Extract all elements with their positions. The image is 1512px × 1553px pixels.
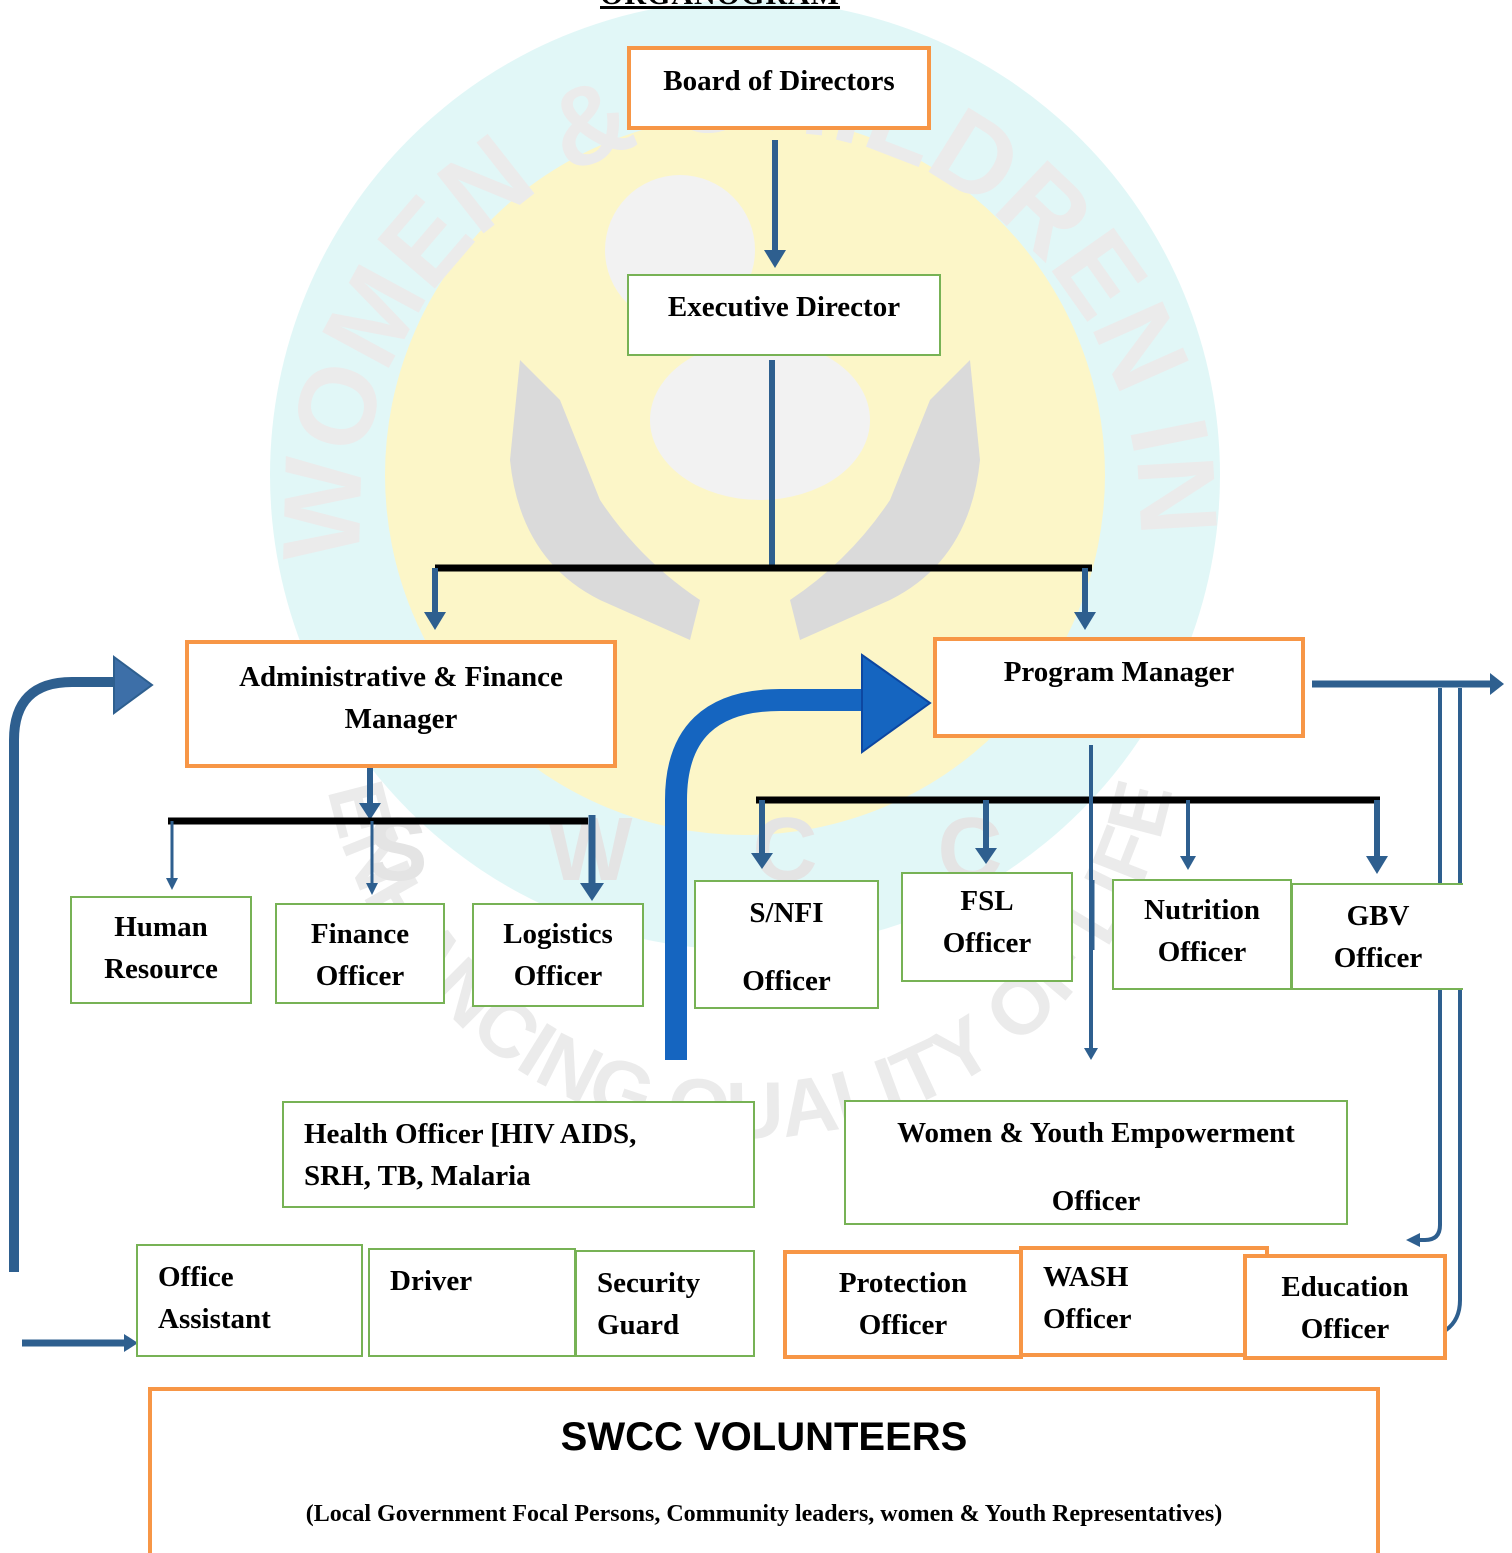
protection-officer-label-line2: Officer bbox=[858, 1309, 948, 1341]
wash-officer-label-line2: Officer bbox=[1043, 1303, 1132, 1335]
swcc-volunteers-title: SWCC VOLUNTEERS bbox=[560, 1415, 968, 1459]
logistics-officer-label-line2: Officer bbox=[513, 960, 603, 992]
health-officer-box: Health Officer [HIV AIDS, SRH, TB, Malar… bbox=[282, 1101, 755, 1208]
women-youth-officer-box: Women & Youth Empowerment Officer bbox=[844, 1100, 1348, 1225]
gbv-officer-label-line1: GBV bbox=[1346, 900, 1410, 932]
fsl-officer-box: FSL Officer bbox=[901, 872, 1073, 982]
security-guard-label-line1: Security bbox=[597, 1267, 701, 1299]
finance-officer-label-line2: Officer bbox=[315, 960, 405, 992]
nutrition-officer-label-line1: Nutrition bbox=[1144, 894, 1260, 926]
driver-label: Driver bbox=[390, 1265, 473, 1297]
office-assistant-label-line1: Office bbox=[158, 1261, 234, 1293]
security-guard-box: Security Guard bbox=[575, 1250, 755, 1357]
snfi-officer-label-line2: Officer bbox=[742, 965, 831, 997]
human-resource-box: Human Resource bbox=[70, 896, 252, 1004]
gbv-officer-box: GBV Officer bbox=[1291, 883, 1463, 990]
admin-finance-manager-label-line2: Manager bbox=[344, 703, 458, 735]
arrow-to-education bbox=[1418, 688, 1442, 1242]
logistics-officer-label-line1: Logistics bbox=[503, 918, 613, 950]
connector-education-right bbox=[1444, 688, 1462, 1332]
bent-arrow-to-program bbox=[665, 689, 866, 1060]
fsl-officer-label-line1: FSL bbox=[960, 885, 1014, 917]
admin-finance-manager-box: Administrative & Finance Manager bbox=[185, 640, 617, 768]
protection-officer-label-line1: Protection bbox=[838, 1267, 968, 1299]
women-youth-officer-label-line1: Women & Youth Empowerment bbox=[897, 1117, 1295, 1149]
office-assistant-label-line2: Assistant bbox=[158, 1303, 271, 1335]
snfi-officer-box: S/NFI Officer bbox=[694, 880, 879, 1009]
health-officer-label-line2: SRH, TB, Malaria bbox=[304, 1160, 531, 1192]
program-manager-box: Program Manager bbox=[933, 637, 1305, 738]
human-resource-label-line2: Resource bbox=[104, 953, 218, 985]
health-officer-label-line1: Health Officer [HIV AIDS, bbox=[304, 1118, 637, 1150]
gbv-officer-label-line2: Officer bbox=[1333, 942, 1423, 974]
finance-officer-box: Finance Officer bbox=[275, 903, 445, 1004]
logistics-officer-box: Logistics Officer bbox=[472, 903, 644, 1007]
executive-director-box: Executive Director bbox=[627, 274, 941, 356]
nutrition-officer-label-line2: Officer bbox=[1157, 936, 1247, 968]
wash-officer-box: WASH Officer bbox=[1019, 1246, 1269, 1357]
swcc-volunteers-subtitle: (Local Government Focal Persons, Communi… bbox=[305, 1501, 1223, 1527]
education-officer-label-line1: Education bbox=[1281, 1271, 1409, 1303]
bent-arrow-to-admin bbox=[9, 677, 118, 1272]
page-title: ORGANOGRAM bbox=[600, 0, 840, 12]
education-officer-box: Education Officer bbox=[1243, 1254, 1447, 1360]
admin-finance-manager-label-line1: Administrative & Finance bbox=[239, 661, 563, 693]
wash-officer-label-line1: WASH bbox=[1043, 1261, 1129, 1293]
human-resource-label-line1: Human bbox=[114, 911, 208, 943]
snfi-officer-label-line1: S/NFI bbox=[749, 897, 824, 929]
swcc-volunteers-box: SWCC VOLUNTEERS (Local Government Focal … bbox=[148, 1387, 1380, 1553]
driver-box: Driver bbox=[368, 1248, 576, 1357]
executive-director-label: Executive Director bbox=[667, 291, 901, 323]
program-manager-label: Program Manager bbox=[1003, 656, 1235, 688]
women-youth-officer-label-line2: Officer bbox=[1051, 1185, 1141, 1217]
finance-officer-label-line1: Finance bbox=[310, 918, 410, 950]
nutrition-officer-box: Nutrition Officer bbox=[1112, 879, 1292, 990]
education-officer-label-line2: Officer bbox=[1300, 1313, 1390, 1345]
board-of-directors-box: Board of Directors bbox=[627, 46, 931, 130]
fsl-officer-label-line2: Officer bbox=[942, 927, 1032, 959]
watermark-child-body bbox=[650, 340, 870, 500]
office-assistant-box: Office Assistant bbox=[136, 1244, 363, 1357]
security-guard-label-line2: Guard bbox=[597, 1309, 680, 1341]
protection-officer-box: Protection Officer bbox=[783, 1250, 1023, 1359]
board-of-directors-label: Board of Directors bbox=[663, 65, 895, 97]
